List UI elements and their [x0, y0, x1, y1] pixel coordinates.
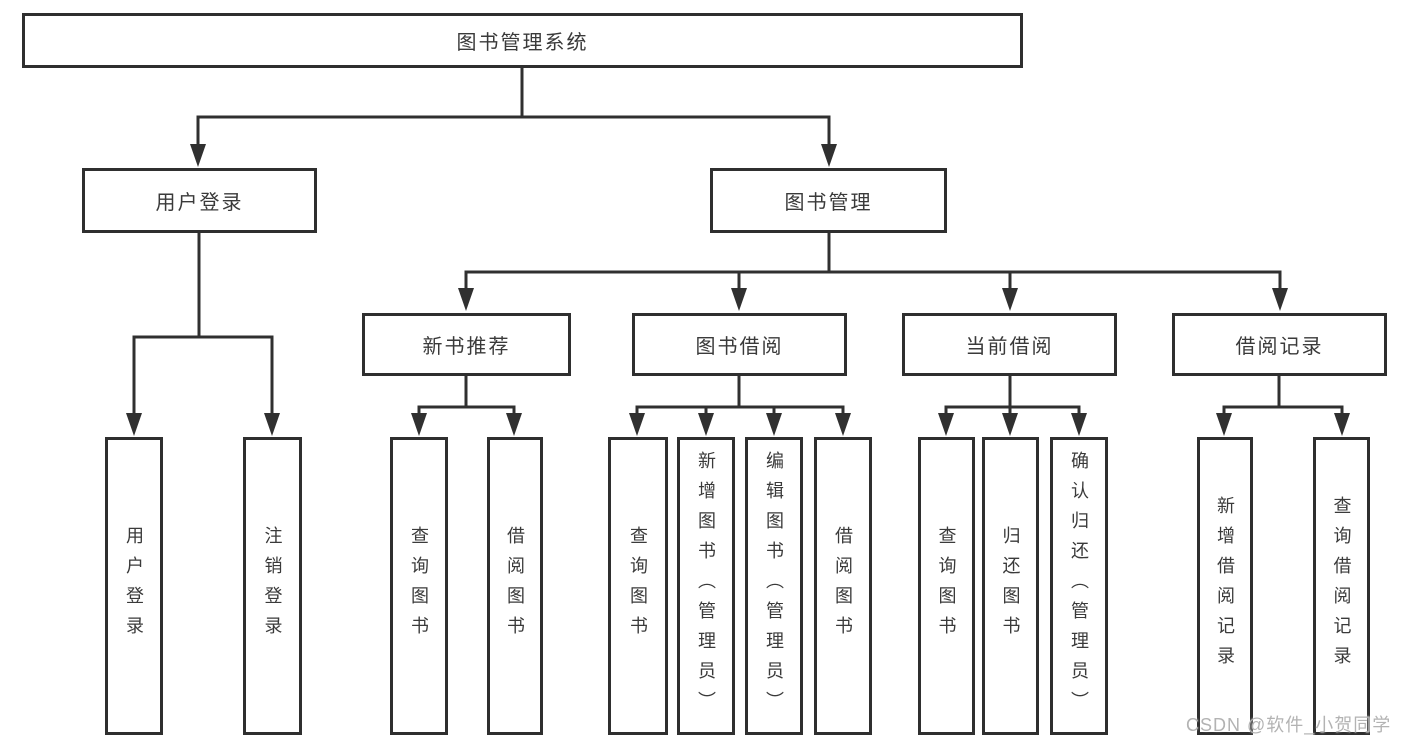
leaf-borrow-books-borrowing: 借阅图书: [814, 437, 872, 735]
leaf-add-borrow-record-label: 新增借阅记录: [1215, 496, 1235, 676]
leaf-query-borrow-record: 查询借阅记录: [1313, 437, 1370, 735]
leaf-query-books-current: 查询图书: [918, 437, 975, 735]
leaf-borrow-books-recommend-label: 借阅图书: [505, 526, 525, 646]
leaf-borrow-books-recommend: 借阅图书: [487, 437, 543, 735]
node-current-borrowing: 当前借阅: [902, 313, 1117, 376]
node-book-borrowing-label: 图书借阅: [695, 336, 784, 358]
leaf-confirm-return-admin: 确认归还（管理员）: [1050, 437, 1108, 735]
leaf-add-book-admin: 新增图书（管理员）: [677, 437, 735, 735]
node-library-system-label: 图书管理系统: [456, 32, 589, 54]
leaf-query-books-recommend-label: 查询图书: [409, 526, 429, 646]
node-book-management: 图书管理: [710, 168, 947, 233]
node-book-management-label: 图书管理: [784, 192, 873, 214]
leaf-edit-book-admin: 编辑图书（管理员）: [745, 437, 803, 735]
node-borrow-records-label: 借阅记录: [1235, 336, 1324, 358]
node-borrow-records: 借阅记录: [1172, 313, 1387, 376]
node-book-borrowing: 图书借阅: [632, 313, 847, 376]
node-new-book-recommend-label: 新书推荐: [422, 336, 511, 358]
leaf-add-book-admin-label: 新增图书（管理员）: [696, 451, 716, 721]
leaf-borrow-books-borrowing-label: 借阅图书: [833, 526, 853, 646]
node-user-login-label: 用户登录: [155, 192, 244, 214]
leaf-user-login-label: 用户登录: [124, 526, 144, 646]
leaf-add-borrow-record: 新增借阅记录: [1197, 437, 1253, 735]
leaf-return-book: 归还图书: [982, 437, 1039, 735]
leaf-logout-label: 注销登录: [262, 526, 283, 646]
leaf-query-borrow-record-label: 查询借阅记录: [1331, 496, 1352, 676]
leaf-return-book-label: 归还图书: [1000, 526, 1021, 646]
watermark: CSDN @软件_小贺同学: [1186, 715, 1392, 735]
leaf-query-books-borrowing: 查询图书: [608, 437, 668, 735]
node-current-borrowing-label: 当前借阅: [965, 336, 1054, 358]
node-user-login: 用户登录: [82, 168, 317, 233]
leaf-edit-book-admin-label: 编辑图书（管理员）: [764, 451, 784, 721]
leaf-logout: 注销登录: [243, 437, 302, 735]
node-library-system: 图书管理系统: [22, 13, 1023, 68]
node-new-book-recommend: 新书推荐: [362, 313, 571, 376]
leaf-query-books-current-label: 查询图书: [936, 526, 957, 646]
leaf-query-books-borrowing-label: 查询图书: [628, 526, 648, 646]
leaf-query-books-recommend: 查询图书: [390, 437, 448, 735]
leaf-confirm-return-admin-label: 确认归还（管理员）: [1069, 451, 1089, 721]
leaf-user-login: 用户登录: [105, 437, 163, 735]
